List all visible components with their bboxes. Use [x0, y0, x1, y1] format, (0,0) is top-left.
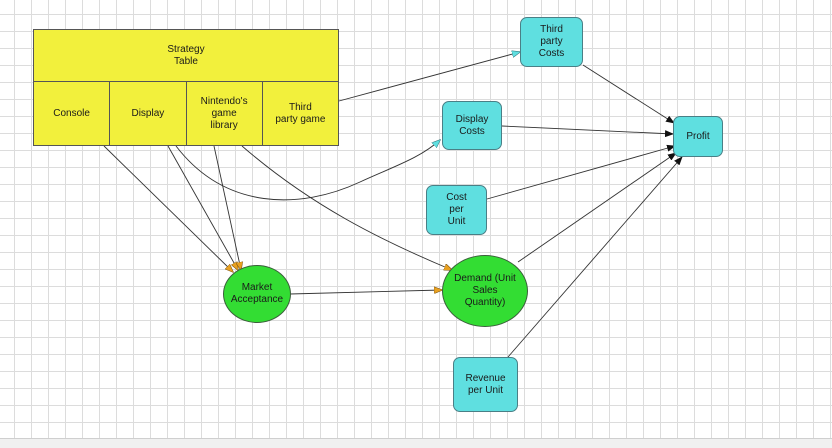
arrow-cost-per-unit-to-profit — [486, 144, 676, 200]
node-cost-per-unit[interactable]: Cost per Unit — [426, 185, 487, 235]
node-display-costs[interactable]: Display Costs — [442, 101, 502, 150]
node-demand[interactable]: Demand (Unit Sales Quantity) — [442, 255, 528, 327]
strategy-table[interactable]: Strategy Table Console Display Nintendo'… — [33, 29, 339, 146]
arrow-display-to-display-costs — [175, 140, 440, 201]
arrow-library-to-market-acceptance — [213, 145, 241, 270]
arrow-library-to-demand — [241, 145, 452, 270]
arrow-console-to-market-acceptance — [103, 145, 233, 272]
strategy-column-console[interactable]: Console — [34, 82, 111, 145]
arrow-third-party-game-to-third-party-costs — [338, 52, 520, 102]
node-third-party-costs[interactable]: Third party Costs — [520, 17, 583, 67]
strategy-column-nintendo-library[interactable]: Nintendo's game library — [187, 82, 263, 145]
node-profit[interactable]: Profit — [673, 116, 723, 157]
canvas-bottom-edge — [0, 438, 832, 448]
strategy-column-display[interactable]: Display — [110, 82, 187, 145]
arrow-display-to-market-acceptance — [167, 145, 238, 270]
strategy-column-third-party-game[interactable]: Third party game — [275, 101, 326, 125]
arrow-revenue-per-unit-to-profit — [507, 156, 683, 358]
node-revenue-per-unit[interactable]: Revenue per Unit — [453, 357, 518, 412]
arrow-third-party-costs-to-profit — [582, 64, 675, 124]
node-market-acceptance[interactable]: Market Acceptance — [223, 265, 291, 323]
arrow-market-acceptance-to-demand — [289, 290, 442, 295]
arrow-display-costs-to-profit — [501, 125, 674, 138]
strategy-table-title: Strategy Table — [34, 30, 338, 82]
arrow-demand-to-profit — [517, 152, 677, 263]
